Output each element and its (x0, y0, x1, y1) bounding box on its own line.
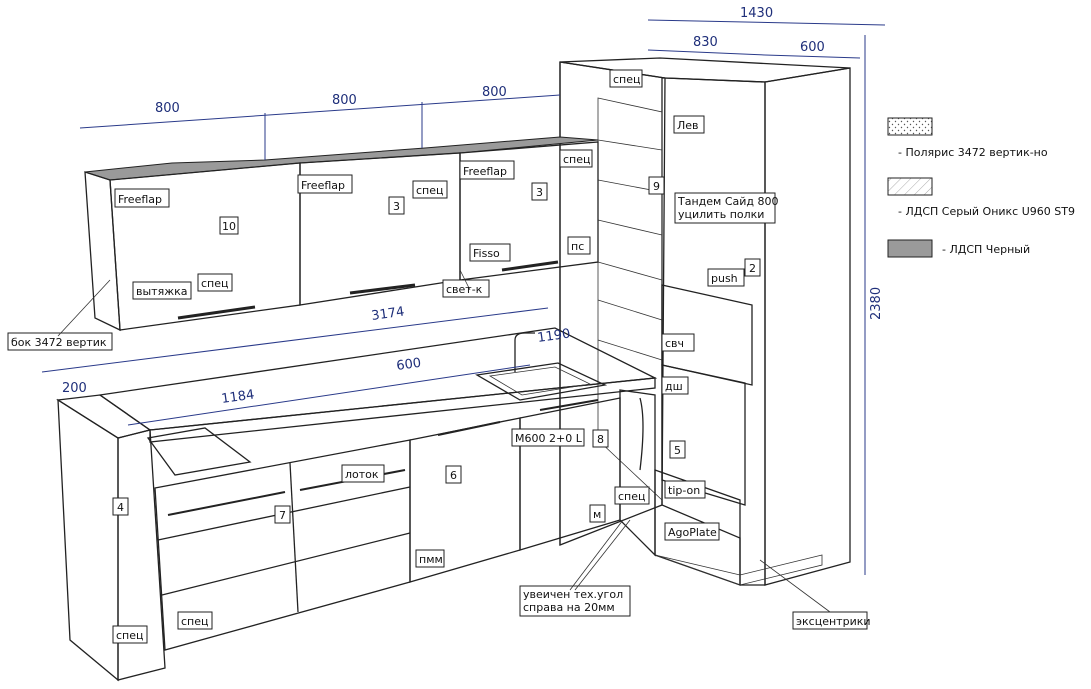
label-agoplate: AgoPlate (668, 526, 717, 539)
label-spec-left: спец (116, 629, 144, 642)
dim-right-corner: 1190 (536, 327, 571, 346)
label-num-2: 2 (749, 262, 756, 275)
legend-text-solid: - ЛДСП Черный (942, 243, 1030, 256)
legend-swatch-dots (887, 117, 933, 136)
label-spec-corner: спец (618, 490, 646, 503)
legend-text-dots: - Полярис 3472 вертик-но (898, 146, 1048, 159)
label-dsh: дш (665, 380, 683, 393)
label-num-3a: 3 (393, 200, 400, 213)
dim-upper-2: 800 (332, 93, 357, 108)
label-svetk: свет-к (446, 283, 483, 296)
label-bok: бок 3472 вертик (11, 336, 107, 349)
label-lotok: лоток (345, 468, 379, 481)
label-m: м (593, 508, 601, 521)
dim-top-left: 830 (693, 35, 718, 50)
label-push: push (711, 272, 738, 285)
label-num-3b: 3 (536, 186, 543, 199)
label-num-8: 8 (597, 433, 604, 446)
label-freeflap-3: Freeflap (463, 165, 507, 178)
legend-swatch-hatch (887, 177, 933, 196)
dim-height: 2380 (869, 287, 884, 320)
label-spec-top: спец (613, 73, 641, 86)
label-pc: пс (571, 240, 584, 253)
label-freeflap-1: Freeflap (118, 193, 162, 206)
label-spec-bottom: спец (181, 615, 209, 628)
label-num-7: 7 (279, 509, 286, 522)
dim-left-run: 1184 (220, 388, 255, 407)
label-num-9: 9 (653, 180, 660, 193)
dim-run-length: 3174 (370, 305, 405, 324)
leader-lines (57, 269, 831, 613)
label-boxes (7, 69, 868, 644)
dim-overall-top: 1430 (740, 6, 773, 21)
legend: - Полярис 3472 вертик-но - ЛДСП Серый Он… (887, 117, 1075, 258)
dim-top-right: 600 (800, 40, 825, 55)
legend-swatch-solid (887, 239, 933, 258)
label-num-10: 10 (222, 220, 236, 233)
label-tipon: tip-on (668, 484, 700, 497)
label-m600: М600 2+0 L (515, 432, 583, 445)
label-vytyazhka: вытяжка (136, 285, 188, 298)
label-num-4: 4 (117, 501, 124, 514)
upper-cabinets (84, 136, 599, 332)
label-spec-upper2: спец (416, 184, 444, 197)
label-svch: свч (665, 337, 684, 350)
label-ekscentriki: эксцентрики (796, 615, 871, 628)
label-num-5: 5 (674, 444, 681, 457)
label-spec-upper1: спец (201, 277, 229, 290)
label-fisso: Fisso (473, 247, 500, 260)
base-cabinets (56, 327, 658, 682)
legend-text-hatch: - ЛДСП Серый Оникс U960 ST9 (898, 205, 1075, 218)
label-pmm: пмм (419, 553, 443, 566)
dim-upper-3: 800 (482, 85, 507, 100)
label-freeflap-2: Freeflap (301, 179, 345, 192)
dim-upper-1: 800 (155, 101, 180, 116)
label-lev: Лев (677, 119, 699, 132)
label-num-6: 6 (450, 469, 457, 482)
label-spec-upper3: спец (563, 153, 591, 166)
dim-sink-run: 600 (395, 356, 422, 374)
dimension-lines (41, 19, 886, 575)
dim-counter-depth-left: 200 (62, 381, 87, 396)
